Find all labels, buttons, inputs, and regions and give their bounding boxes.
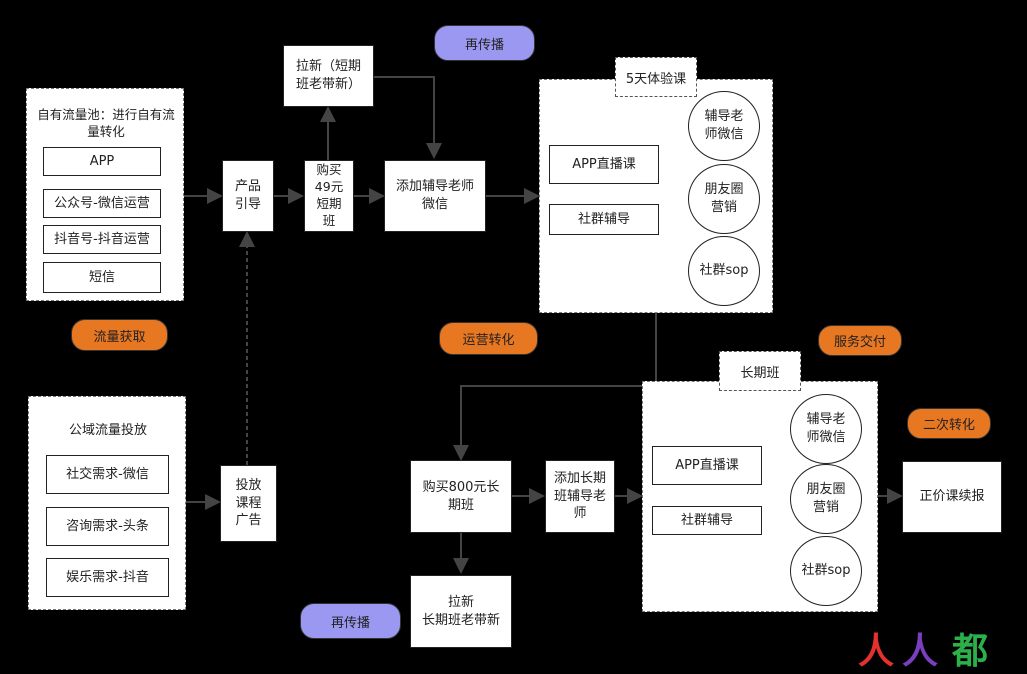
stage-operation: 运营转化 (439, 322, 538, 355)
long-sop: 社群sop (790, 536, 862, 606)
watermark-logo-3: 都 (952, 631, 989, 672)
trial-sop: 社群sop (688, 236, 760, 306)
trial-app-live: APP直播课 (549, 145, 659, 184)
add-tutor-wechat: 添加辅导老师 微信 (384, 160, 486, 232)
buy-49-short-class: 购买 49元 短期 班 (304, 160, 354, 232)
stage-repost-bottom: 再传播 (300, 603, 401, 639)
recruit-long-class: 拉新 长期班老带新 (410, 575, 512, 648)
renewal: 正价课续报 (902, 461, 1002, 533)
long-app-live: APP直播课 (652, 446, 762, 485)
trial-community: 社群辅导 (549, 204, 659, 235)
watermark-logo: 人 (858, 631, 895, 672)
long-tutor-wechat: 辅导老 师微信 (790, 394, 862, 464)
stage-repost-top: 再传播 (434, 25, 535, 61)
ad-placement: 投放 课程 广告 (220, 465, 277, 542)
demand-entertainment: 娱乐需求-抖音 (46, 558, 169, 597)
stage-traffic: 流量获取 (71, 319, 168, 351)
own-traffic-pool-title: 自有流量池：进行自有流量转化 (37, 107, 175, 139)
buy-800-long-class: 购买800元长 期班 (410, 460, 512, 533)
trial-tutor-wechat: 辅导老 师微信 (688, 91, 760, 161)
channel-douyin: 抖音号-抖音运营 (43, 225, 161, 254)
product-guide: 产品 引导 (222, 160, 274, 232)
watermark-logo-2: 人 (902, 631, 939, 672)
trial-course-tag: 5天体验课 (615, 57, 697, 97)
stage-second: 二次转化 (907, 408, 991, 439)
channel-sms: 短信 (43, 262, 161, 293)
long-community: 社群辅导 (652, 506, 762, 535)
demand-info: 咨询需求-头条 (46, 507, 169, 546)
long-class-tag: 长期班 (719, 351, 801, 391)
public-traffic-title: 公域流量投放 (68, 423, 147, 438)
trial-moments: 朋友圈 营销 (688, 164, 760, 234)
recruit-short-class: 拉新（短期 班老带新） (283, 45, 374, 107)
long-moments: 朋友圈 营销 (790, 464, 862, 534)
add-long-tutor: 添加长期 班辅导老 师 (545, 460, 615, 533)
channel-app: APP (43, 147, 161, 176)
channel-official-account: 公众号-微信运营 (43, 189, 161, 218)
demand-social: 社交需求-微信 (46, 455, 169, 494)
stage-service: 服务交付 (818, 325, 902, 356)
